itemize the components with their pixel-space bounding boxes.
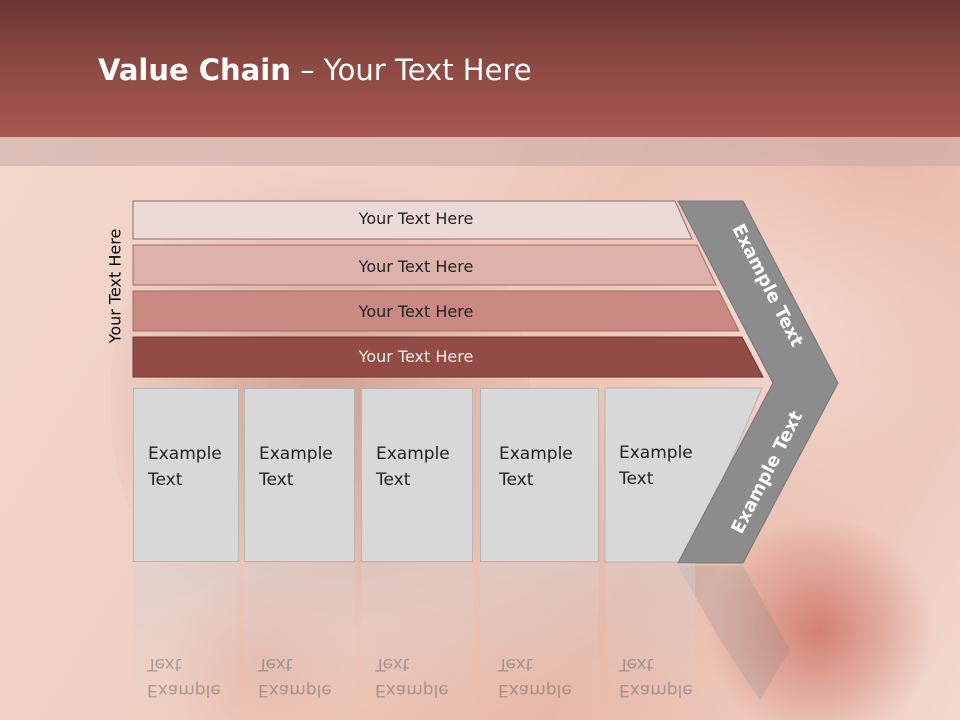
box-1-reflection: Example Text	[133, 563, 239, 713]
bar-1	[132, 200, 693, 240]
box-2-line2: Text	[259, 470, 294, 490]
box-1-line2: Text	[148, 470, 183, 490]
box-5-reflection: Example Text	[605, 563, 695, 713]
bg-hand	[150, 580, 370, 720]
bar-1-label: Your Text Here	[358, 209, 474, 228]
box-2-reflection-text: Example Text	[258, 651, 332, 703]
box-1-reflection-line2: Text	[147, 654, 182, 674]
bar-4-label: Your Text Here	[358, 347, 474, 366]
box-3-reflection: Example Text	[361, 563, 473, 713]
box-4-reflection-text: Example Text	[498, 651, 572, 703]
box-1-reflection-text: Example Text	[147, 651, 221, 703]
box-3-line1: Example	[376, 444, 450, 464]
box-2-reflection-line2: Text	[258, 654, 293, 674]
box-2-line1: Example	[259, 444, 333, 464]
bar-3	[132, 290, 740, 332]
box-5-reflection-line1: Example	[619, 680, 693, 700]
box-2-reflection: Example Text	[244, 563, 355, 713]
box-2-reflection-line1: Example	[258, 680, 332, 700]
box-5-line2: Text	[619, 469, 654, 489]
box-4-reflection-line2: Text	[498, 654, 533, 674]
title-header: Value Chain – Your Text Here	[0, 0, 960, 137]
bar-2	[132, 244, 717, 286]
bar-2-label: Your Text Here	[358, 257, 474, 276]
page-title: Value Chain – Your Text Here	[98, 53, 532, 87]
box-3-reflection-line2: Text	[375, 654, 410, 674]
title-bold: Value Chain	[98, 53, 291, 87]
bar-4	[132, 336, 764, 378]
box-4-reflection: Example Text	[480, 563, 599, 713]
box-3-reflection-text: Example Text	[375, 651, 449, 703]
box-1-line1: Example	[148, 444, 222, 464]
box-3-line2: Text	[376, 470, 411, 490]
box-5-reflection-text: Example Text	[619, 651, 693, 703]
chevron-arrow	[677, 200, 839, 564]
box-3-reflection-line1: Example	[375, 680, 449, 700]
bar-3-label: Your Text Here	[358, 302, 474, 321]
box-5-reflection-line2: Text	[619, 654, 654, 674]
title-rest: – Your Text Here	[290, 53, 532, 87]
box-5-line1: Example	[619, 443, 693, 463]
box-1-reflection-line1: Example	[147, 680, 221, 700]
box-4-line1: Example	[499, 444, 573, 464]
header-band	[0, 137, 960, 166]
box-4-line2: Text	[499, 470, 534, 490]
box-4-reflection-line1: Example	[498, 680, 572, 700]
chevron-reflection	[678, 566, 790, 700]
